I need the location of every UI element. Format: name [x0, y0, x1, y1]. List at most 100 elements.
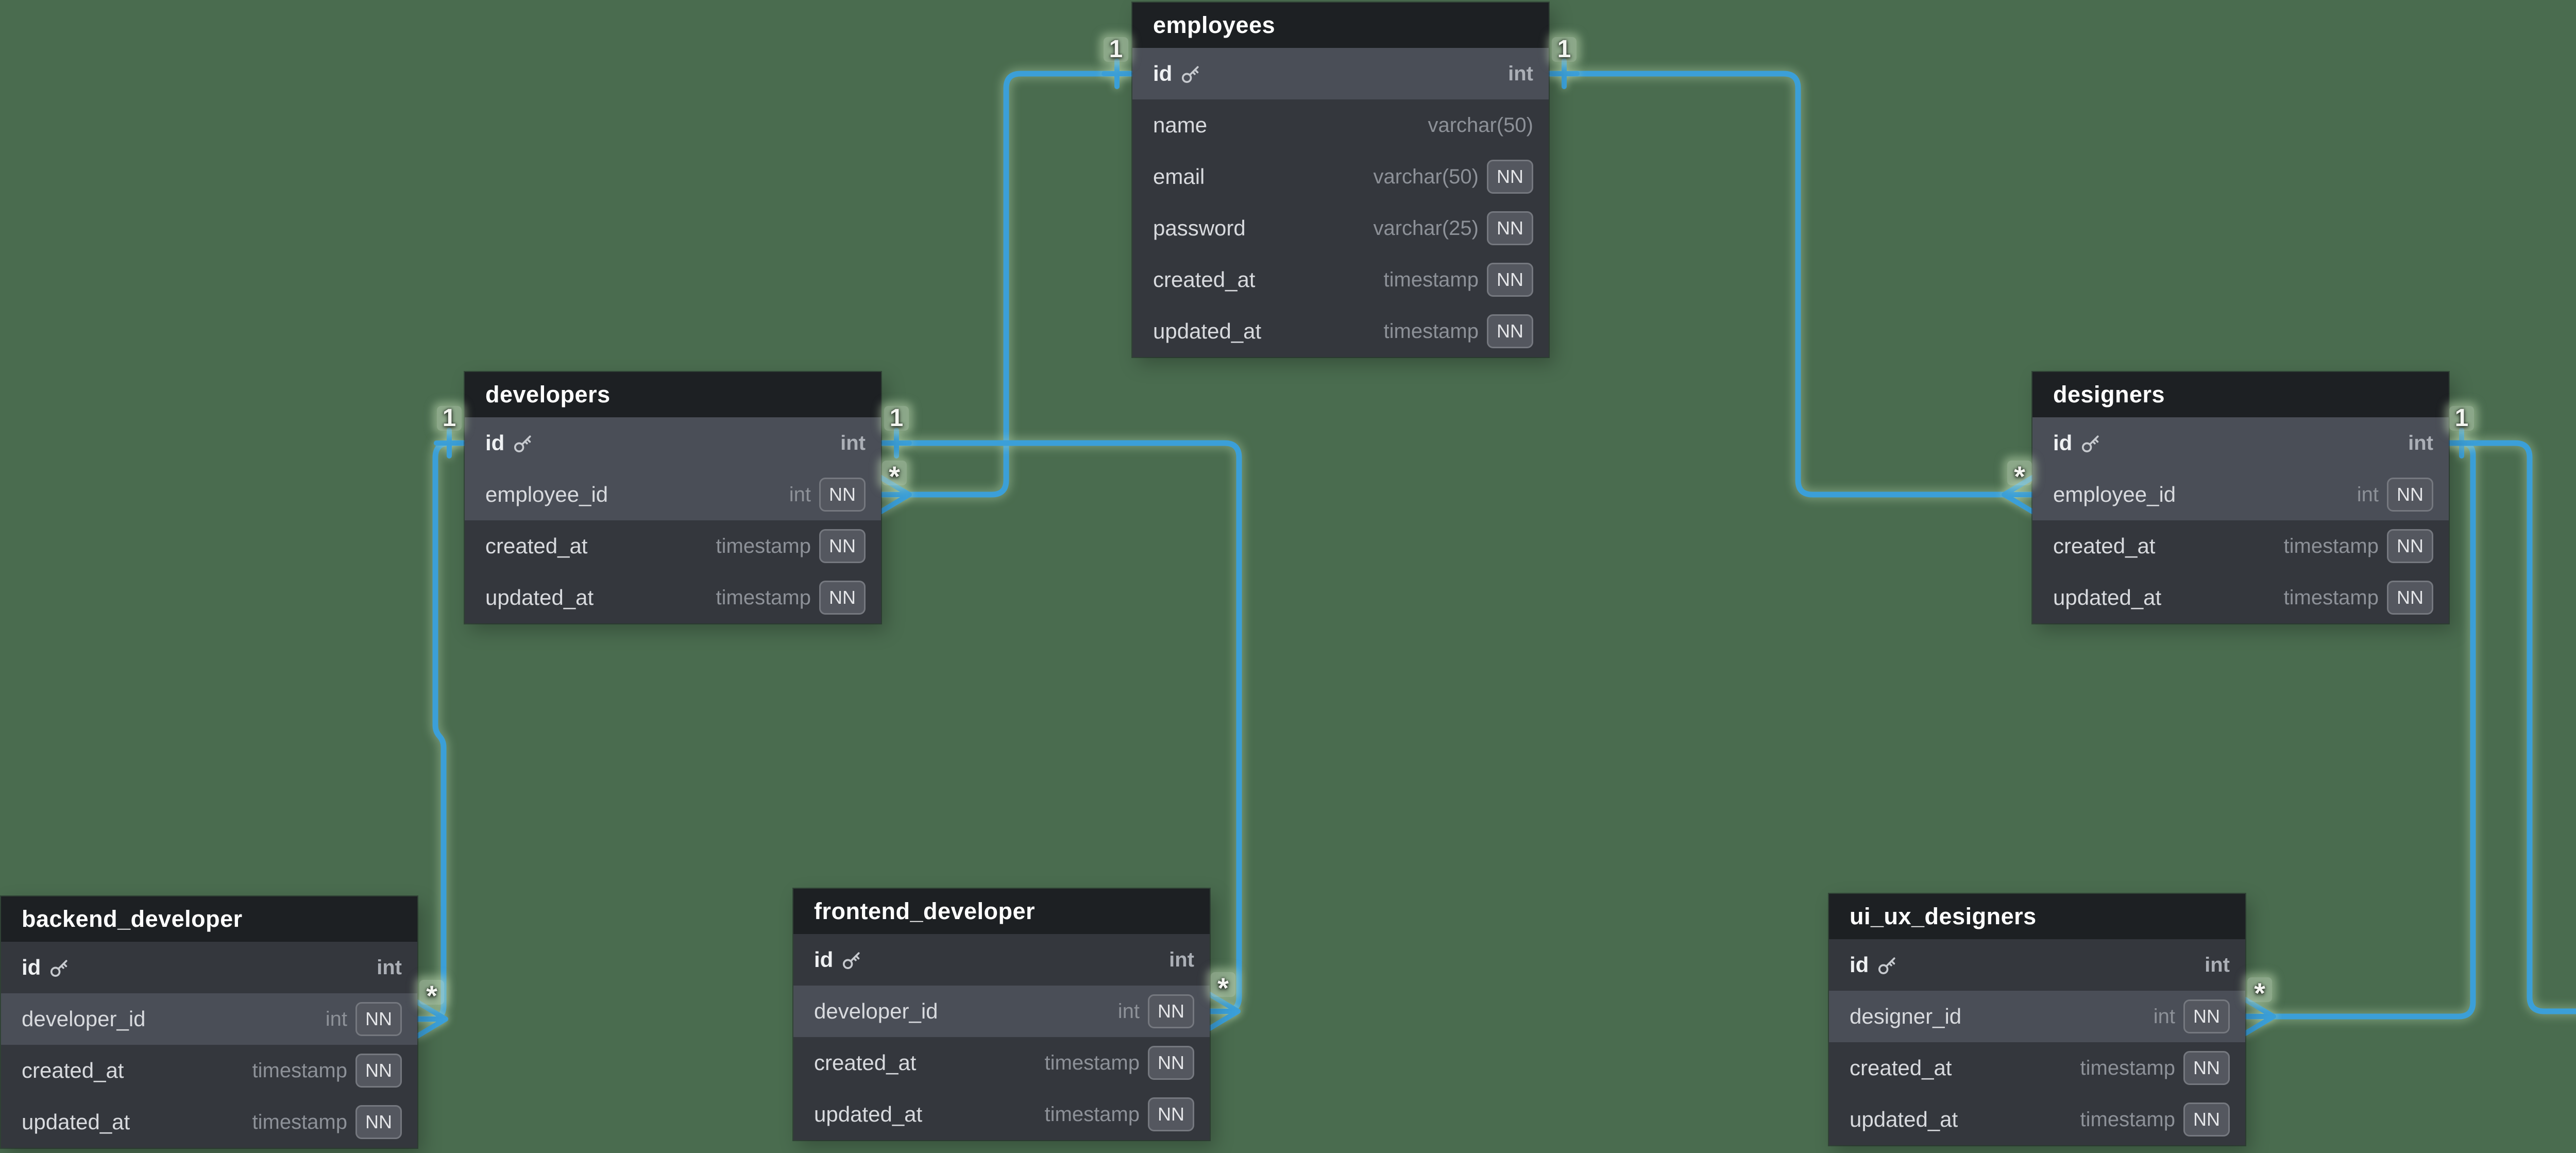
column-type: varchar(50) [1373, 165, 1479, 188]
column-row-created_at[interactable]: created_at timestamp NN [793, 1037, 1210, 1089]
column-name: created_at [2053, 534, 2155, 558]
column-type: int [1117, 999, 1140, 1023]
column-row-email[interactable]: email varchar(50) NN [1132, 151, 1549, 202]
column-name: created_at [485, 534, 587, 558]
column-row-updated_at[interactable]: updated_at timestamp NN [1132, 306, 1549, 357]
column-row-id[interactable]: id int [465, 417, 881, 469]
column-name-text: developer_id [22, 1007, 146, 1031]
column-row-id[interactable]: id int [1, 942, 417, 993]
column-row-developer_id[interactable]: developer_id int NN [1, 993, 417, 1045]
column-row-id[interactable]: id int [1829, 939, 2245, 991]
column-type: timestamp [1044, 1103, 1140, 1126]
table-ui_ux_designers[interactable]: ui_ux_designers id int designer_id int N… [1829, 894, 2245, 1145]
column-name-text: password [1153, 216, 1246, 240]
relationship-employees.id-to-designers.employee_id[interactable] [1546, 71, 2036, 498]
relationship-developers.id-to-backend_developer.developer_id[interactable] [414, 440, 468, 1022]
column-name: id [1153, 61, 1202, 86]
many-end-crowsfoot-marker [878, 475, 912, 514]
column-row-employee_id[interactable]: employee_id int NN [2032, 469, 2449, 520]
column-name-text: id [1153, 61, 1173, 86]
table-frontend_developer[interactable]: frontend_developer id int developer_id i… [793, 889, 1210, 1140]
column-type: int [1169, 948, 1194, 971]
column-name: email [1153, 164, 1205, 189]
column-name-text: created_at [1153, 267, 1256, 292]
column-row-employee_id[interactable]: employee_id int NN [465, 469, 881, 520]
column-name: updated_at [814, 1102, 922, 1127]
column-row-id[interactable]: id int [793, 934, 1210, 986]
table-header[interactable]: employees [1132, 3, 1549, 48]
column-name-text: created_at [485, 534, 588, 558]
column-row-created_at[interactable]: created_at timestamp NN [465, 520, 881, 572]
column-row-created_at[interactable]: created_at timestamp NN [1829, 1042, 2245, 1094]
not-null-badge: NN [1487, 211, 1533, 245]
table-developers[interactable]: developers id int employee_id int NN cre… [465, 372, 881, 623]
not-null-badge: NN [2387, 529, 2433, 563]
not-null-badge: NN [2387, 581, 2433, 615]
column-row-id[interactable]: id int [1132, 48, 1549, 99]
primary-key-icon [2082, 435, 2099, 452]
column-name: created_at [814, 1050, 916, 1075]
column-row-updated_at[interactable]: updated_at timestamp NN [2032, 572, 2449, 623]
table-title: backend_developer [22, 906, 243, 932]
primary-key-icon [1878, 957, 1895, 974]
column-type: int [377, 956, 402, 979]
column-name: updated_at [1153, 319, 1261, 344]
table-header[interactable]: frontend_developer [793, 889, 1210, 934]
column-row-designer_id[interactable]: designer_id int NN [1829, 991, 2245, 1042]
column-type: varchar(25) [1373, 216, 1479, 240]
table-title: ui_ux_designers [1850, 903, 2037, 929]
column-row-created_at[interactable]: created_at timestamp NN [1, 1045, 417, 1096]
not-null-badge: NN [355, 1002, 402, 1036]
column-name: created_at [22, 1058, 124, 1083]
column-row-created_at[interactable]: created_at timestamp NN [2032, 520, 2449, 572]
table-header[interactable]: designers [2032, 372, 2449, 417]
column-row-developer_id[interactable]: developer_id int NN [793, 986, 1210, 1037]
column-row-updated_at[interactable]: updated_at timestamp NN [1829, 1094, 2245, 1145]
not-null-badge: NN [819, 581, 866, 615]
table-header[interactable]: ui_ux_designers [1829, 894, 2245, 939]
column-row-updated_at[interactable]: updated_at timestamp NN [793, 1089, 1210, 1140]
table-backend_developer[interactable]: backend_developer id int developer_id in… [1, 896, 417, 1148]
not-null-badge: NN [1148, 1046, 1194, 1080]
column-row-name[interactable]: name varchar(50) [1132, 99, 1549, 151]
column-name-text: developer_id [814, 999, 938, 1023]
relationship-employees.id-to-developers.employee_id[interactable] [878, 71, 1136, 498]
not-null-badge: NN [1148, 1097, 1194, 1131]
column-name-text: designer_id [1850, 1004, 1962, 1028]
primary-key-icon [843, 952, 860, 969]
not-null-badge: NN [1487, 160, 1533, 194]
column-row-password[interactable]: password varchar(25) NN [1132, 202, 1549, 254]
table-header[interactable]: backend_developer [1, 896, 417, 942]
column-type: int [1508, 62, 1533, 85]
not-null-badge: NN [1487, 314, 1533, 348]
not-null-badge: NN [355, 1105, 402, 1139]
column-row-created_at[interactable]: created_at timestamp NN [1132, 254, 1549, 306]
column-type: int [2153, 1005, 2175, 1028]
column-type: int [840, 431, 866, 454]
many-end-crowsfoot-marker [415, 999, 448, 1039]
column-name-text: id [485, 431, 505, 455]
one-end-marker [1549, 58, 1580, 89]
column-row-updated_at[interactable]: updated_at timestamp NN [1, 1096, 417, 1148]
column-name: updated_at [22, 1110, 130, 1134]
column-type: varchar(50) [1428, 113, 1533, 137]
table-designers[interactable]: designers id int employee_id int NN crea… [2032, 372, 2449, 623]
column-name-text: created_at [814, 1050, 917, 1075]
column-row-id[interactable]: id int [2032, 417, 2449, 469]
column-name: updated_at [2053, 585, 2161, 610]
column-name: developer_id [22, 1007, 146, 1031]
one-end-marker [1101, 58, 1132, 89]
column-name: id [485, 431, 534, 455]
column-name-text: updated_at [1153, 319, 1262, 343]
relationship-designers.id-to-graphic_designers.designer_id[interactable] [2446, 440, 2576, 1014]
column-row-updated_at[interactable]: updated_at timestamp NN [465, 572, 881, 623]
many-end-crowsfoot-marker [2243, 997, 2276, 1036]
one-end-marker [434, 428, 465, 459]
column-name: password [1153, 216, 1246, 241]
column-name-text: updated_at [22, 1110, 130, 1134]
table-title: designers [2053, 381, 2165, 408]
not-null-badge: NN [355, 1054, 402, 1088]
table-employees[interactable]: employees id int name varchar(50) email … [1132, 3, 1549, 357]
table-header[interactable]: developers [465, 372, 881, 417]
